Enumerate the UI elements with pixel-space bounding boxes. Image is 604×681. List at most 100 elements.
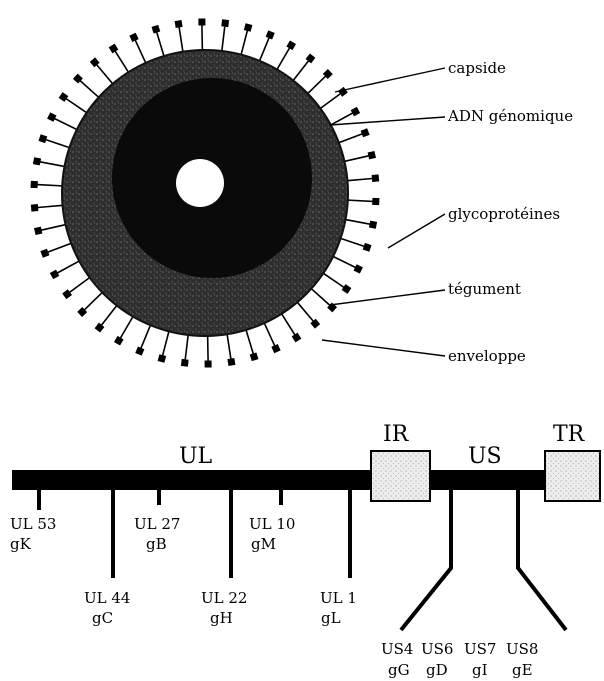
spike-stalk — [101, 304, 118, 325]
spike-head — [205, 360, 212, 367]
spike-stalk — [54, 119, 78, 131]
spike-stalk — [339, 238, 365, 247]
spike-head — [129, 33, 138, 42]
gene-ticks — [39, 490, 566, 630]
spike-stalk — [281, 312, 295, 335]
spike-stalk — [346, 179, 373, 181]
spike-stalk — [157, 32, 165, 58]
glyco-gl: gL — [321, 609, 341, 627]
label-capside: capside — [448, 59, 506, 77]
glyco-gi: gI — [472, 661, 488, 679]
spike-head — [369, 221, 377, 229]
spike-stalk — [41, 224, 67, 230]
spike-stalk — [246, 328, 254, 354]
spike-stalk — [264, 321, 275, 346]
spike-head — [250, 352, 259, 361]
spike-stalk — [48, 243, 73, 253]
spike-stalk — [346, 200, 373, 201]
gene-ul22: UL 22 — [201, 589, 247, 607]
gene-us6: US6 — [421, 640, 453, 658]
tr-box — [545, 451, 600, 501]
spike-head — [266, 30, 275, 39]
spike-stalk — [306, 76, 325, 95]
label-enveloppe: enveloppe — [448, 347, 526, 365]
gene-ul10: UL 10 — [249, 515, 295, 533]
spike-head — [372, 174, 380, 182]
spike-stalk — [259, 38, 269, 63]
region-us-label: US — [468, 444, 502, 469]
spike-stalk — [135, 40, 146, 64]
spike-stalk — [344, 219, 371, 224]
spike-head — [47, 112, 56, 121]
gene-ul27: UL 27 — [134, 515, 180, 533]
leader-capside — [335, 68, 445, 92]
spike-stalk — [331, 256, 355, 268]
glyco-gh: gH — [210, 609, 233, 627]
spike-head — [227, 358, 235, 366]
spike-head — [361, 128, 370, 137]
glyco-gc: gC — [92, 609, 113, 627]
spike-head — [368, 151, 376, 159]
tick-us4-us6 — [401, 490, 451, 630]
label-adn-genomique: ADN génomique — [447, 107, 573, 125]
spike-head — [198, 18, 205, 25]
spike-stalk — [310, 287, 330, 305]
spike-head — [363, 243, 372, 252]
spike-head — [175, 20, 183, 28]
spike-head — [221, 19, 229, 27]
label-glycoproteines: glycoprotéines — [448, 205, 560, 223]
spike-head — [135, 347, 144, 356]
spike-stalk — [319, 94, 341, 110]
glyco-ge: gE — [512, 661, 533, 679]
leader-enveloppe — [322, 340, 445, 356]
spike-stalk — [84, 291, 103, 310]
spike-stalk — [40, 162, 67, 167]
genome-map: UL IR US TR UL 53 gK UL 44 gC UL 27 gB U… — [10, 422, 600, 679]
genomic-dna-core — [176, 159, 224, 207]
spike-head — [33, 157, 41, 165]
spike-stalk — [57, 260, 81, 273]
genome-backbone — [12, 470, 592, 490]
spike-stalk — [208, 334, 209, 361]
spike-head — [354, 264, 363, 273]
gene-ul1: UL 1 — [320, 589, 357, 607]
spike-stalk — [141, 323, 151, 348]
spike-head — [38, 134, 47, 143]
label-tegument: tégument — [448, 280, 521, 298]
spike-stalk — [70, 276, 92, 292]
spike-head — [181, 359, 189, 367]
spike-head — [109, 44, 119, 54]
spike-stalk — [46, 140, 72, 149]
spike-stalk — [276, 48, 290, 71]
spike-stalk — [80, 81, 100, 99]
spike-head — [351, 107, 360, 116]
spike-head — [114, 336, 124, 346]
spike-stalk — [241, 30, 248, 56]
leader-glyco — [388, 214, 445, 248]
virion-labels: capside ADN génomique glycoprotéines tég… — [447, 59, 573, 365]
spike-stalk — [163, 329, 170, 355]
region-tr-label: TR — [553, 422, 586, 447]
spike-head — [244, 23, 253, 32]
virion — [31, 18, 380, 367]
gene-ul44: UL 44 — [84, 589, 130, 607]
spike-stalk — [38, 205, 65, 207]
spike-stalk — [120, 315, 134, 338]
region-ul-label: UL — [179, 444, 213, 469]
spike-stalk — [66, 99, 88, 114]
ir-box — [371, 451, 430, 501]
leader-adn — [330, 117, 445, 125]
spike-stalk — [115, 51, 129, 74]
spike-head — [152, 25, 161, 34]
glyco-gg: gG — [388, 661, 410, 679]
spike-stalk — [322, 272, 344, 287]
spike-head — [271, 344, 280, 353]
spike-head — [292, 333, 302, 343]
spike-stalk — [37, 185, 64, 186]
spike-head — [31, 204, 39, 212]
spike-stalk — [97, 65, 114, 86]
spike-head — [50, 270, 59, 279]
spike-stalk — [222, 26, 225, 53]
spike-stalk — [185, 333, 188, 360]
glyco-gm: gM — [251, 535, 276, 553]
